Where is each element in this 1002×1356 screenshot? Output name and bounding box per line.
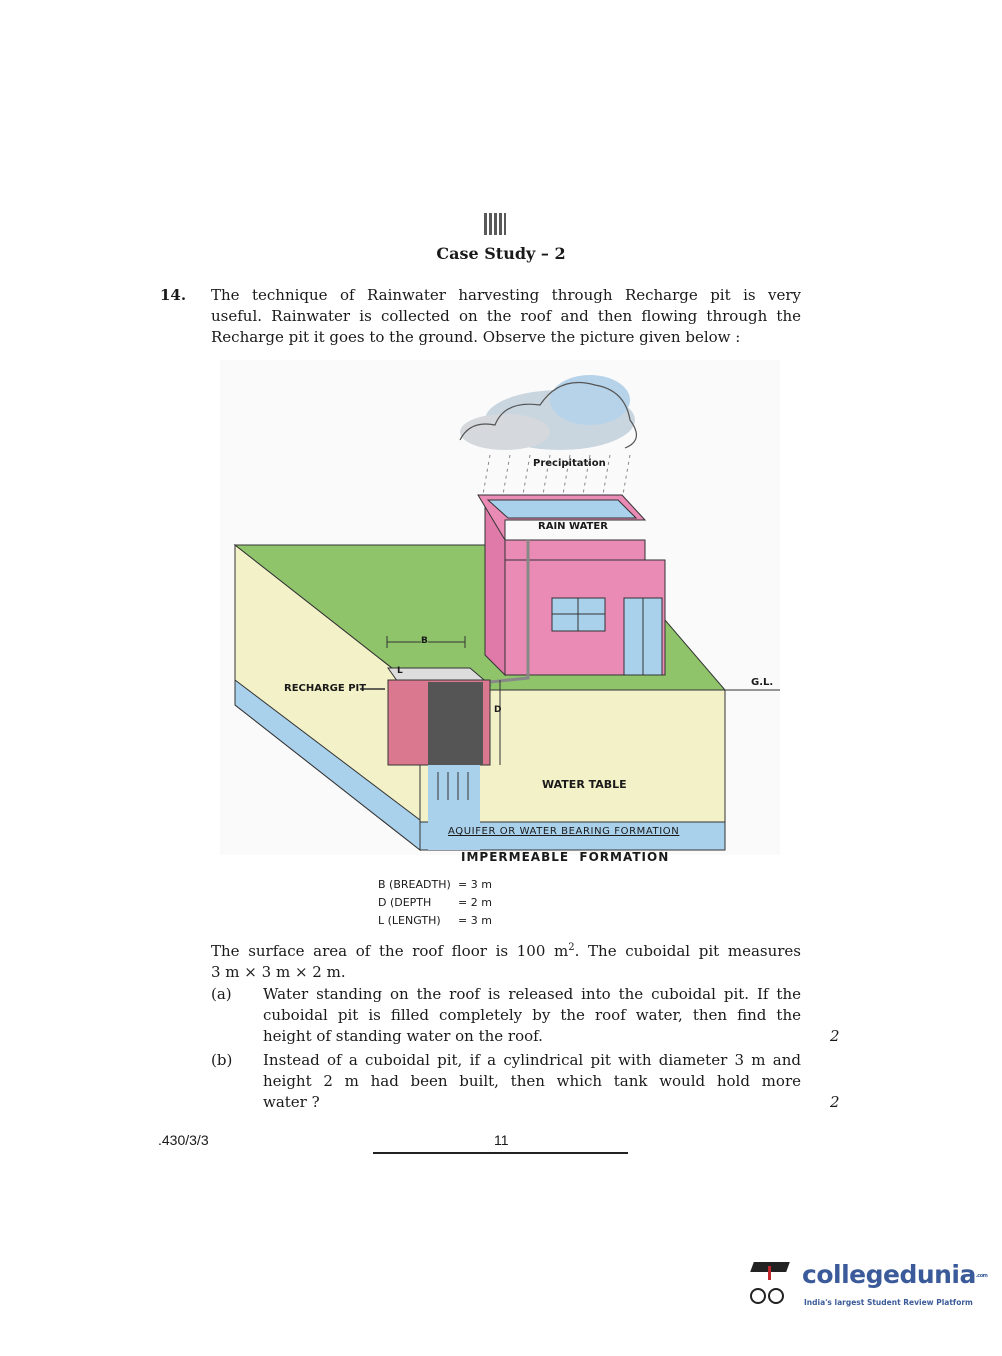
legend-value: = 3 m (458, 878, 492, 891)
qr-code-icon (484, 213, 506, 235)
part-b-text: Instead of a cuboidal pit, if a cylindri… (263, 1050, 801, 1113)
label-impermeable: IMPERMEABLE FORMATION (461, 850, 670, 864)
part-line: height of standing water on the roof. (263, 1027, 543, 1045)
intro-line: Recharge pit it goes to the ground. Obse… (211, 328, 741, 346)
legend-label: D (DEPTH (378, 896, 432, 909)
cloud (459, 375, 637, 450)
legend-label: L (LENGTH) (378, 914, 441, 927)
part-line: height 2 m had been built, then which ta… (263, 1072, 801, 1090)
label-breadth: B (421, 636, 428, 646)
footer-rule (373, 1152, 628, 1154)
part-line: Instead of a cuboidal pit, if a cylindri… (263, 1051, 801, 1069)
pit-filling (428, 682, 483, 765)
label-water-table: WATER TABLE (542, 778, 627, 791)
superscript: 2 (568, 942, 575, 953)
statement-text: The surface area of the roof floor is 10… (211, 942, 569, 960)
intro-line: The technique of Rainwater harvesting th… (211, 286, 801, 304)
part-b-marks: 2 (830, 1093, 840, 1111)
part-a-label: (a) (211, 985, 232, 1003)
label-rain-water: RAIN WATER (538, 521, 608, 532)
statement-text: . The cuboidal pit measures (574, 942, 801, 960)
rain-drops (481, 454, 631, 501)
brand-suffix: .com (975, 1273, 988, 1279)
legend-label: B (BREADTH) (378, 878, 451, 891)
part-a-text: Water standing on the roof is released i… (263, 984, 801, 1047)
part-line: cuboidal pit is filled completely by the… (263, 1006, 801, 1024)
part-a-marks: 2 (830, 1027, 840, 1045)
label-aquifer: AQUIFER OR WATER BEARING FORMATION (448, 826, 680, 837)
part-line: Water standing on the roof is released i… (263, 985, 801, 1003)
label-ground-level: G.L. (751, 677, 774, 688)
label-length: L (397, 666, 403, 676)
rainwater-harvesting-diagram: Precipitation RAIN WATER B L D RECHARGE … (220, 360, 780, 855)
label-recharge-pit: RECHARGE PIT (284, 683, 367, 694)
case-study-title: Case Study – 2 (436, 244, 566, 263)
part-line: water ? (263, 1093, 320, 1111)
pit-infiltration (428, 765, 480, 850)
legend-value: = 2 m (458, 896, 492, 909)
label-precipitation: Precipitation (533, 458, 606, 469)
brand-name: collegedunia.com (802, 1260, 988, 1289)
question-number: 14. (160, 286, 187, 304)
brand-text: collegedunia (802, 1260, 976, 1289)
part-b-label: (b) (211, 1051, 233, 1069)
question-intro: The technique of Rainwater harvesting th… (211, 285, 801, 348)
brand-tagline: India's largest Student Review Platform (804, 1298, 973, 1307)
paper-code: .430/3/3 (158, 1132, 209, 1148)
mascot-icon (746, 1258, 794, 1306)
collegedunia-logo: collegedunia.com India's largest Student… (742, 1250, 988, 1312)
statement-text: 3 m × 3 m × 2 m. (211, 963, 346, 981)
problem-statement: The surface area of the roof floor is 10… (211, 937, 801, 983)
intro-line: useful. Rainwater is collected on the ro… (211, 307, 801, 325)
page-number: 11 (494, 1132, 509, 1148)
label-depth: D (494, 705, 502, 715)
roof-water (486, 499, 638, 519)
dimension-legend: B (BREADTH) = 3 m D (DEPTH = 2 m L (LENGTH… (378, 876, 492, 930)
legend-value: = 3 m (458, 914, 492, 927)
down-pipe (489, 540, 530, 684)
